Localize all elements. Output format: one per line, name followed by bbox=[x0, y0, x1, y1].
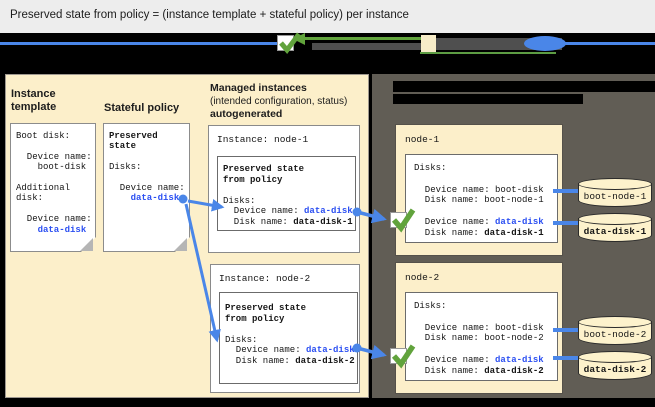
disk-cylinder-data-disk-1: data-disk-1 bbox=[578, 213, 652, 242]
redacted-heading-line-1 bbox=[393, 81, 655, 92]
title-bar: Preserved state from policy = (instance … bbox=[0, 0, 655, 33]
stateful-policy-doc: Preserved state Disks: Device name: data… bbox=[103, 123, 190, 252]
green-arrow-left-icon bbox=[293, 33, 305, 45]
disk-cylinder-data-disk-2: data-disk-2 bbox=[578, 351, 652, 380]
preserved-state-box: Preserved state from policy Disks: Devic… bbox=[217, 156, 356, 231]
vm-disks-box: Disks: Device name: boot-disk Disk name:… bbox=[405, 154, 558, 243]
disk-label: data-disk-2 bbox=[583, 364, 647, 375]
template-swatch-icon bbox=[421, 35, 436, 52]
instance-template-doc: Boot disk: Device name: boot-disk Additi… bbox=[10, 123, 96, 252]
vm-label: node-1 bbox=[405, 134, 440, 145]
device-name-data-disk: data-disk bbox=[306, 345, 355, 356]
instance-template-heading: Instance template bbox=[11, 88, 57, 113]
device-name-data-disk: data-disk bbox=[130, 193, 180, 204]
disk-cylinder-boot-node-1: boot-node-1 bbox=[578, 178, 652, 207]
disk-connector-line bbox=[553, 221, 582, 225]
blue-connector-line-right bbox=[558, 42, 655, 45]
disk-pill-icon bbox=[524, 36, 566, 51]
instance-box-node-1: Instance: node-1 Preserved state from po… bbox=[208, 125, 360, 253]
disk-label: boot-node-2 bbox=[583, 329, 647, 340]
instance-label: Instance: node-2 bbox=[219, 273, 311, 284]
checkmark-icon bbox=[277, 32, 301, 54]
blue-connector-line bbox=[0, 42, 279, 45]
disk-label: data-disk-1 bbox=[583, 226, 647, 237]
preserved-state-box: Preserved state from policy Disks: Devic… bbox=[219, 292, 358, 384]
disk-connector-line bbox=[553, 328, 582, 332]
disk-label: boot-node-1 bbox=[583, 191, 647, 202]
vm-panel-node-2: node-2 Disks: Device name: boot-disk Dis… bbox=[395, 262, 563, 394]
vm-label: node-2 bbox=[405, 272, 440, 283]
device-name-data-disk: data-disk bbox=[495, 216, 544, 227]
diagram-title: Preserved state from policy = (instance … bbox=[10, 9, 409, 21]
instance-label: Instance: node-1 bbox=[217, 134, 309, 145]
instance-template-doc-text: Boot disk: Device name: boot-disk Additi… bbox=[16, 131, 92, 235]
redacted-heading-line-2 bbox=[393, 94, 583, 104]
legend-gray-bar bbox=[312, 43, 424, 50]
managed-instances-heading: Managed instances (intended configuratio… bbox=[210, 82, 348, 120]
disk-connector-line bbox=[553, 356, 582, 360]
disk-cylinder-boot-node-2: boot-node-2 bbox=[578, 316, 652, 345]
bottom-bar bbox=[0, 398, 655, 407]
legend-band bbox=[0, 32, 655, 74]
instance-box-node-2: Instance: node-2 Preserved state from po… bbox=[210, 264, 360, 393]
stateful-policy-heading: Stateful policy bbox=[104, 102, 180, 114]
green-underline bbox=[420, 52, 556, 54]
device-name-data-disk: data-disk bbox=[495, 354, 544, 365]
stateful-policy-doc-text: Preserved state Disks: Device name: data… bbox=[109, 131, 185, 204]
checkmark-icon bbox=[390, 344, 416, 369]
device-name-data-disk: data-disk bbox=[304, 206, 353, 217]
device-name-data-disk: data-disk bbox=[37, 224, 87, 235]
vm-panel-node-1: node-1 Disks: Device name: boot-disk Dis… bbox=[395, 124, 563, 256]
checkmark-icon bbox=[390, 208, 416, 233]
green-arrow-line bbox=[302, 37, 424, 40]
disk-connector-line bbox=[553, 189, 582, 193]
vm-disks-box: Disks: Device name: boot-disk Disk name:… bbox=[405, 292, 558, 381]
